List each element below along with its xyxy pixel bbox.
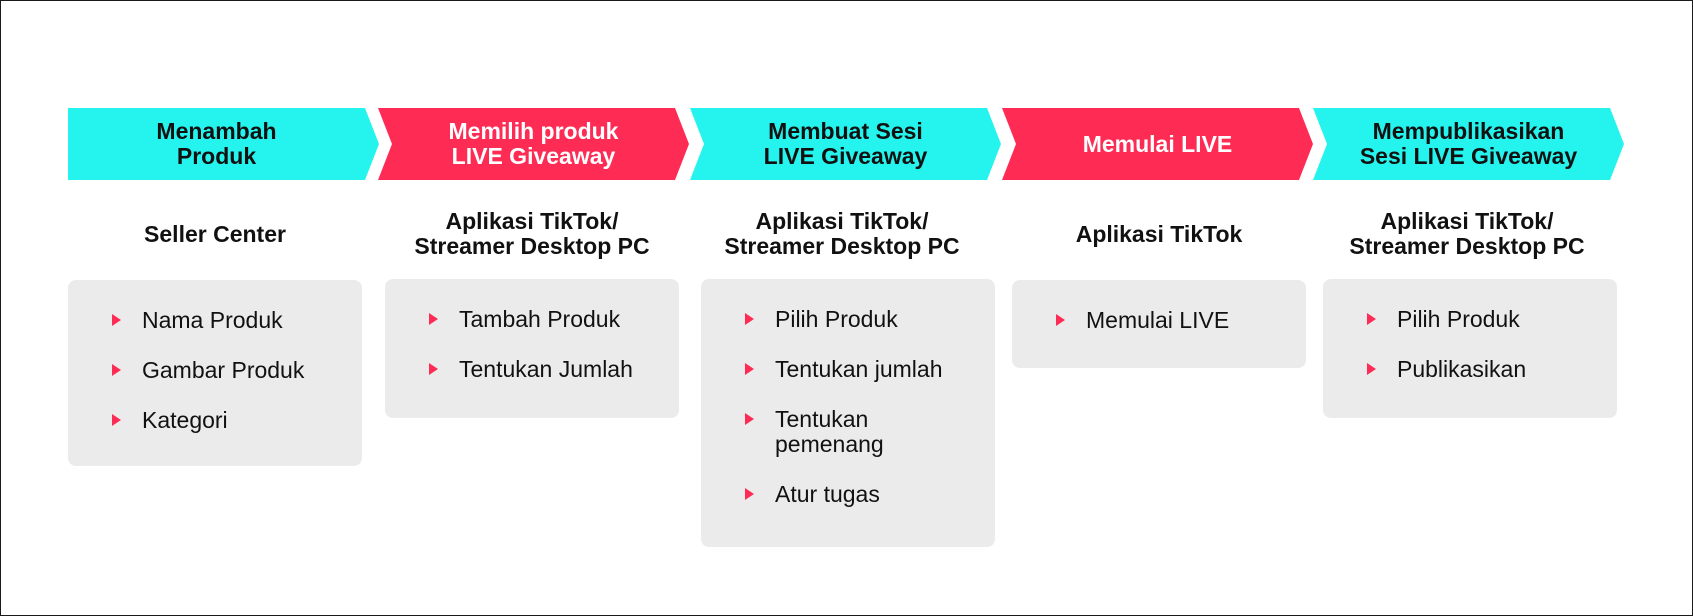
task-box-1: Nama Produk Gambar Produk Kategori (68, 280, 362, 466)
triangle-bullet-icon (745, 488, 754, 500)
list-item: Tentukan jumlah (701, 357, 995, 382)
list-item: Pilih Produk (701, 307, 995, 332)
list-item: Kategori (68, 408, 362, 433)
triangle-bullet-icon (745, 313, 754, 325)
list-item: Gambar Produk (68, 358, 362, 383)
list-item-text: Pilih Produk (1397, 306, 1520, 332)
step-title: Membuat Sesi LIVE Giveaway (763, 118, 928, 169)
step-title: Mempublikasikan Sesi LIVE Giveaway (1359, 118, 1578, 169)
list-item: Atur tugas (701, 482, 995, 507)
triangle-bullet-icon (112, 414, 121, 426)
task-box-2: Tambah Produk Tentukan Jumlah (385, 279, 679, 418)
process-arrows: Menambah Produk Memilih produk LIVE Give… (68, 108, 1628, 180)
list-item: Tambah Produk (385, 307, 679, 332)
list-item: Nama Produk (68, 308, 362, 333)
list-item: Pilih Produk (1323, 307, 1617, 332)
list-item-text: Tambah Produk (459, 306, 621, 332)
list-item: Publikasikan (1323, 357, 1617, 382)
task-box-5: Pilih Produk Publikasikan (1323, 279, 1617, 418)
list-item-text: Kategori (142, 407, 228, 433)
step-arrow-5: Mempublikasikan Sesi LIVE Giveaway (1313, 108, 1624, 180)
step-title: Menambah Produk (156, 118, 277, 169)
list-item-text: Tentukan jumlah (775, 356, 943, 382)
step-arrow-3: Membuat Sesi LIVE Giveaway (690, 108, 1001, 180)
list-item-text: Pilih Produk (775, 306, 898, 332)
list-item-text: Publikasikan (1397, 356, 1527, 382)
list-item-text: Memulai LIVE (1086, 307, 1230, 333)
triangle-bullet-icon (1056, 314, 1065, 326)
list-item: Memulai LIVE (1012, 308, 1306, 333)
triangle-bullet-icon (429, 313, 438, 325)
step-arrow-2: Memilih produk LIVE Giveaway (378, 108, 689, 180)
triangle-bullet-icon (1367, 313, 1376, 325)
triangle-bullet-icon (112, 314, 121, 326)
list-item-text: Tentukan Jumlah (459, 356, 633, 382)
step-title: Memilih produk LIVE Giveaway (448, 118, 619, 169)
triangle-bullet-icon (1367, 363, 1376, 375)
triangle-bullet-icon (745, 363, 754, 375)
list-item: Tentukan pemenang (701, 407, 995, 457)
list-item-text: Atur tugas (775, 481, 880, 507)
platform-label-2: Aplikasi TikTok/ Streamer Desktop PC (414, 208, 650, 259)
triangle-bullet-icon (112, 364, 121, 376)
list-item: Tentukan Jumlah (385, 357, 679, 382)
list-item-text: Nama Produk (142, 307, 283, 333)
list-item-text: Gambar Produk (142, 357, 305, 383)
step-arrow-1: Menambah Produk (68, 108, 379, 180)
triangle-bullet-icon (429, 363, 438, 375)
task-box-4: Memulai LIVE (1012, 280, 1306, 368)
platform-label-1: Seller Center (144, 220, 286, 247)
platform-label-5: Aplikasi TikTok/ Streamer Desktop PC (1349, 208, 1585, 259)
step-title: Memulai LIVE (1082, 130, 1233, 157)
platform-label-3: Aplikasi TikTok/ Streamer Desktop PC (724, 208, 960, 259)
task-box-3: Pilih Produk Tentukan jumlah Tentukan pe… (701, 279, 995, 547)
platform-label-4: Aplikasi TikTok (1075, 220, 1243, 247)
step-arrow-4: Memulai LIVE (1002, 108, 1313, 180)
triangle-bullet-icon (745, 413, 754, 425)
list-item-text: Tentukan pemenang (775, 406, 884, 457)
